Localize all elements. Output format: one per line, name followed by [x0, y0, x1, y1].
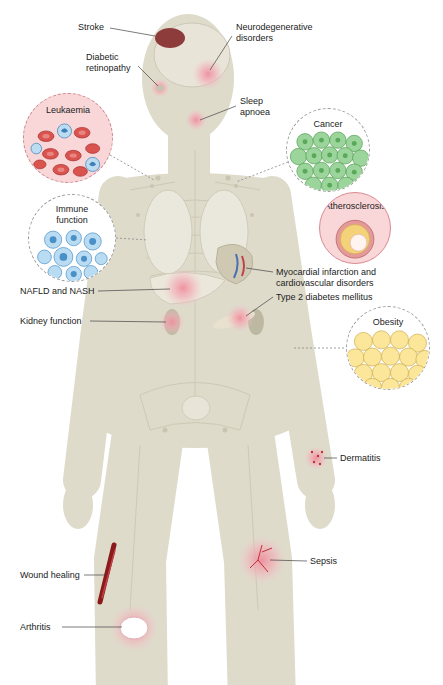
- circle-heading: Cancer: [293, 119, 363, 130]
- callout-circle: Immune function: [28, 194, 116, 282]
- condition-label: Type 2 diabetes mellitus: [276, 292, 373, 303]
- callout-circle: Atherosclerosis: [319, 192, 391, 264]
- lymph-nodes: [136, 176, 254, 433]
- circle-heading: Atherosclerosis: [323, 201, 387, 212]
- heart: [216, 244, 253, 284]
- condition-label: Dermatitis: [340, 453, 381, 464]
- condition-label: Stroke: [78, 22, 104, 33]
- condition-label: Sleep apnoea: [240, 96, 280, 118]
- eye-and-throat: [150, 78, 207, 131]
- condition-label: NAFLD and NASH: [20, 286, 95, 297]
- condition-label: Kidney function: [20, 316, 82, 327]
- skeleton-hint: [130, 150, 260, 610]
- skin-and-joints: [100, 446, 328, 652]
- callout-connectors: [110, 155, 344, 348]
- condition-label: Sepsis: [310, 556, 337, 567]
- callout-circle: Obesity: [346, 306, 430, 390]
- condition-label: Diabetic retinopathy: [86, 52, 138, 74]
- condition-label: Wound healing: [20, 570, 80, 581]
- callout-circle: Leukaemia: [23, 93, 113, 183]
- condition-label: Arthritis: [20, 622, 51, 633]
- callout-circle: Cancer: [286, 108, 370, 192]
- condition-label: Myocardial infarction and cardiovascular…: [276, 267, 400, 289]
- liver: [150, 268, 225, 308]
- circle-heading: Obesity: [353, 317, 423, 328]
- circle-heading: Immune function: [43, 204, 101, 226]
- condition-label: Neurodegenerative disorders: [236, 22, 322, 44]
- kidneys-pancreas: [159, 304, 264, 420]
- circle-heading: Leukaemia: [30, 105, 106, 116]
